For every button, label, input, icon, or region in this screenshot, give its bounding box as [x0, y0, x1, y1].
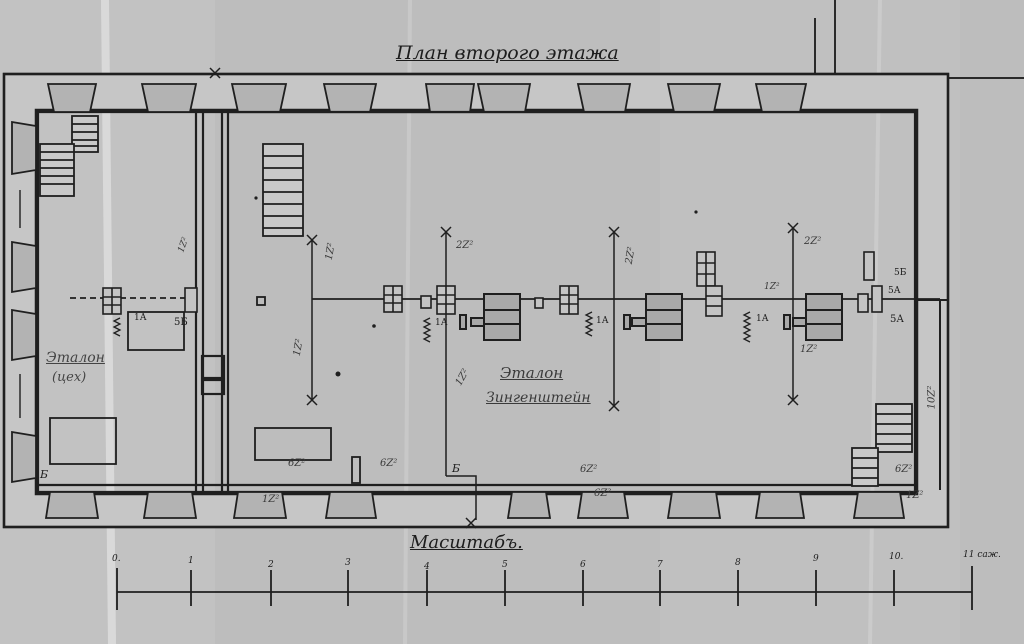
scale-tick-label: 3	[345, 558, 351, 568]
pencil-mark: 1Z²	[262, 494, 280, 505]
bearing-blocks	[102, 251, 883, 317]
machine-label: 1А	[134, 313, 147, 323]
scale-tick-label: 4	[424, 562, 430, 572]
left-windows	[11, 120, 37, 484]
tables	[49, 296, 361, 484]
scale-label: Масштабъ.	[410, 532, 523, 553]
pencil-mark: Б	[40, 468, 49, 481]
left-room-label-line-2: (цех)	[52, 370, 87, 385]
machine-2	[623, 293, 683, 341]
scale-tick-label: 11 саж.	[963, 550, 1001, 560]
pencil-mark: 6Z²	[895, 464, 913, 475]
pencil-mark: 1Z²	[906, 490, 924, 501]
pencil-mark: 2Z²	[456, 240, 474, 251]
machine-label: 5Б	[174, 317, 188, 328]
machine-label: 5А	[888, 286, 901, 296]
scale-tick-label: 10.	[889, 552, 904, 562]
scale-tick-label: 9	[813, 554, 819, 564]
machine-label: 5Б	[894, 268, 907, 278]
shaft-hangers	[209, 67, 799, 529]
scale-tick-label: 1	[188, 556, 194, 566]
machine-label: 1А	[435, 318, 448, 328]
scale-tick-label: 7	[657, 560, 663, 570]
pencil-mark: 10Z²	[926, 385, 938, 410]
staircase-lower-right	[851, 403, 913, 487]
machine-label: 5А	[890, 314, 904, 325]
pencil-mark: 6Z²	[288, 458, 306, 469]
right-wall-detail	[915, 299, 948, 490]
pencil-mark: 1Z²	[764, 282, 780, 292]
pencil-mark: 2Z²	[804, 236, 822, 247]
pencil-mark: 6Z²	[580, 464, 598, 475]
pencil-mark: Б	[452, 462, 461, 475]
bottom-windows	[44, 491, 906, 519]
reference-dots	[254, 196, 698, 377]
staircase-left-room	[39, 115, 99, 197]
left-room-label-line-1: Эталон	[46, 350, 105, 366]
machine-label: 1А	[596, 316, 609, 326]
pencil-mark: 6Z²	[380, 458, 398, 469]
machine-label: 1А	[756, 314, 769, 324]
drive-belts	[112, 311, 752, 343]
scale-tick-label: 5	[502, 560, 508, 570]
staircase-main-hall	[262, 143, 304, 237]
machine-1	[459, 293, 521, 341]
main-room-label-line-1: Эталон	[500, 364, 564, 382]
scale-tick-label: 6	[580, 560, 586, 570]
pencil-mark: 6Z²	[594, 488, 612, 499]
plan-title: План второго этажа	[396, 42, 619, 64]
scale-tick-label: 2	[268, 560, 274, 570]
scale-tick-label: 8	[735, 558, 741, 568]
scale-bar	[116, 566, 973, 610]
scale-tick-label: 0.	[112, 554, 121, 564]
pencil-mark: 1Z²	[800, 344, 818, 355]
machine-3	[783, 293, 843, 341]
main-room-label-line-2: Зингенштейн	[486, 390, 591, 406]
